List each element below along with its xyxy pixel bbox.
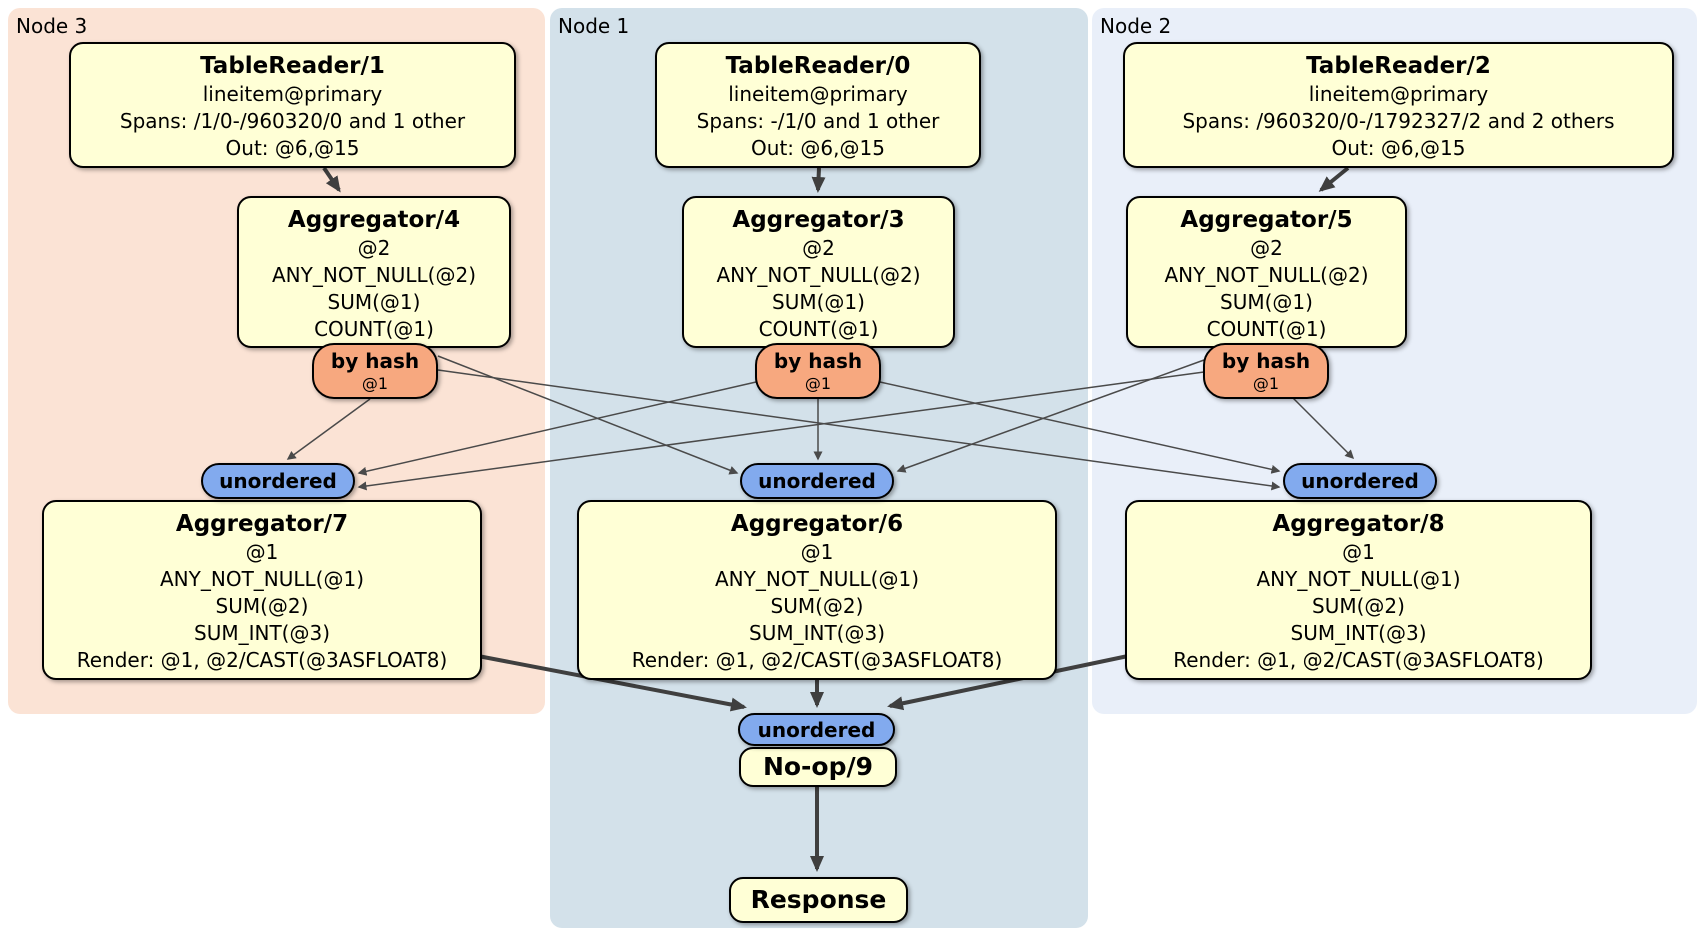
hash-router-middle: by hash @1 <box>755 343 881 399</box>
edge-hashL-syncM <box>437 355 739 475</box>
processor-response: Response <box>729 877 908 923</box>
processor-detail: @2 <box>802 236 835 260</box>
processor-aggregator-4: Aggregator/4 @2 ANY_NOT_NULL(@2) SUM(@1)… <box>237 196 511 348</box>
processor-detail: COUNT(@1) <box>758 317 879 341</box>
processor-detail: @1 <box>245 540 279 564</box>
processor-detail: Spans: -/1/0 and 1 other <box>696 109 940 133</box>
processor-title: Aggregator/4 <box>287 207 461 233</box>
processor-detail: SUM(@1) <box>327 290 421 314</box>
edge-hashR-syncL <box>357 371 1205 491</box>
processor-detail: Out: @6,@15 <box>751 136 885 160</box>
edge-tablereader1-aggregator4 <box>322 166 341 193</box>
processor-detail: lineitem@primary <box>202 82 383 106</box>
processor-detail: COUNT(@1) <box>1206 317 1327 341</box>
edge-aggregator7-unordered <box>477 654 747 712</box>
processor-detail: ANY_NOT_NULL(@1) <box>160 567 364 591</box>
processor-detail: Render: @1, @2/CAST(@3ASFLOAT8) <box>76 648 448 672</box>
processor-title: Aggregator/8 <box>1272 511 1445 537</box>
hash-router-columns: @1 <box>361 374 389 393</box>
processor-detail: ANY_NOT_NULL(@2) <box>272 263 476 287</box>
hash-router-label: by hash <box>1221 349 1311 373</box>
processor-detail: ANY_NOT_NULL(@2) <box>716 263 921 287</box>
processor-title: TableReader/1 <box>200 53 385 79</box>
edge-hashR-syncM <box>896 359 1205 473</box>
processor-aggregator-6: Aggregator/6 @1 ANY_NOT_NULL(@1) SUM(@2)… <box>577 500 1057 680</box>
processor-detail: SUM(@2) <box>215 594 309 618</box>
processor-detail: Out: @6,@15 <box>225 136 360 160</box>
edge-hashL-syncL <box>286 398 371 460</box>
processor-detail: SUM(@2) <box>770 594 864 618</box>
processor-tablereader-1: TableReader/1 lineitem@primary Spans: /1… <box>69 42 516 168</box>
processor-detail: SUM(@1) <box>772 290 865 314</box>
processor-tablereader-2: TableReader/2 lineitem@primary Spans: /9… <box>1123 42 1674 168</box>
edge-hashR-syncR <box>1291 396 1355 460</box>
processor-detail: @2 <box>1250 236 1283 260</box>
sync-label: unordered <box>758 469 876 493</box>
hash-router-right: by hash @1 <box>1203 343 1329 399</box>
region-node2-label: Node 2 <box>1100 14 1172 38</box>
processor-detail: Spans: /960320/0-/1792327/2 and 2 others <box>1182 109 1615 133</box>
processor-detail: @1 <box>1342 540 1375 564</box>
processor-noop-9: No-op/9 <box>739 747 897 787</box>
processor-detail: ANY_NOT_NULL(@1) <box>715 567 919 591</box>
processor-detail: lineitem@primary <box>1308 82 1489 106</box>
sync-label: unordered <box>219 469 337 493</box>
processor-title: Aggregator/6 <box>730 511 904 537</box>
region-node3-label: Node 3 <box>16 14 88 38</box>
edge-aggregator8-unordered <box>887 654 1129 711</box>
processor-title: Aggregator/5 <box>1180 207 1353 233</box>
unordered-sync-bottom: unordered <box>738 713 895 746</box>
hash-router-left: by hash @1 <box>312 343 438 399</box>
processor-detail: ANY_NOT_NULL(@1) <box>1256 567 1461 591</box>
processor-tablereader-0: TableReader/0 lineitem@primary Spans: -/… <box>655 42 981 168</box>
processor-aggregator-5: Aggregator/5 @2 ANY_NOT_NULL(@2) SUM(@1)… <box>1126 196 1407 348</box>
processor-detail: @1 <box>800 540 834 564</box>
processor-aggregator-8: Aggregator/8 @1 ANY_NOT_NULL(@1) SUM(@2)… <box>1125 500 1592 680</box>
hash-router-columns: @1 <box>1252 374 1280 393</box>
processor-detail: Render: @1, @2/CAST(@3ASFLOAT8) <box>631 648 1003 672</box>
processor-detail: Spans: /1/0-/960320/0 and 1 other <box>119 109 466 133</box>
processor-title: TableReader/2 <box>1306 53 1491 79</box>
hash-router-label: by hash <box>330 349 420 373</box>
processor-detail: lineitem@primary <box>728 82 908 106</box>
processor-title: Response <box>750 885 887 914</box>
processor-detail: @2 <box>357 236 391 260</box>
hash-router-columns: @1 <box>804 374 832 393</box>
processor-detail: ANY_NOT_NULL(@2) <box>1164 263 1369 287</box>
processor-detail: SUM_INT(@3) <box>1290 621 1427 645</box>
processor-title: TableReader/0 <box>725 53 911 79</box>
region-node1-label: Node 1 <box>558 14 630 38</box>
unordered-sync-left: unordered <box>201 463 355 499</box>
processor-detail: COUNT(@1) <box>314 317 434 341</box>
sync-label: unordered <box>757 717 876 742</box>
edge-tablereader2-aggregator5 <box>1318 166 1350 192</box>
edge-tablereader0-aggregator3 <box>811 167 826 193</box>
hash-router-label: by hash <box>773 349 863 373</box>
processor-aggregator-3: Aggregator/3 @2 ANY_NOT_NULL(@2) SUM(@1)… <box>682 196 955 348</box>
processor-title: No-op/9 <box>762 752 874 781</box>
processor-aggregator-7: Aggregator/7 @1 ANY_NOT_NULL(@1) SUM(@2)… <box>42 500 482 680</box>
processor-detail: SUM(@2) <box>1312 594 1405 618</box>
edge-hashL-syncR <box>437 369 1281 491</box>
processor-detail: SUM_INT(@3) <box>749 621 885 645</box>
processor-detail: SUM(@1) <box>1220 290 1313 314</box>
processor-detail: SUM_INT(@3) <box>194 621 330 645</box>
processor-title: Aggregator/7 <box>175 511 349 537</box>
processor-detail: Render: @1, @2/CAST(@3ASFLOAT8) <box>1173 648 1544 672</box>
processor-detail: Out: @6,@15 <box>1331 136 1466 160</box>
unordered-sync-middle: unordered <box>740 463 894 499</box>
edge-hashM-syncR <box>879 381 1281 474</box>
edge-hashM-syncL <box>357 381 757 476</box>
processor-title: Aggregator/3 <box>732 207 905 233</box>
unordered-sync-right: unordered <box>1283 463 1437 499</box>
sync-label: unordered <box>1301 469 1419 493</box>
